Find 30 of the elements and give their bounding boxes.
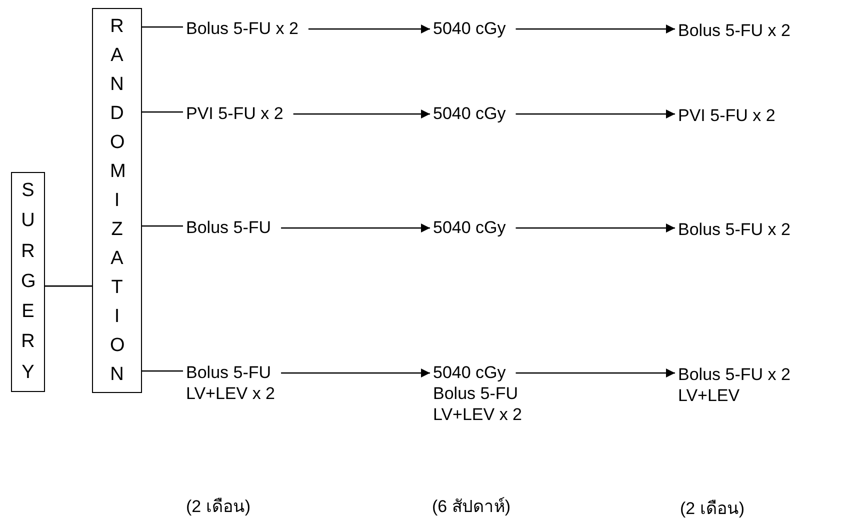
duration-label: (2 เดือน) bbox=[680, 498, 744, 520]
treatment-text: Bolus 5-FU x 2 bbox=[675, 20, 825, 41]
treatment-text: 5040 cGy bbox=[430, 103, 540, 124]
connector-line bbox=[142, 26, 183, 28]
arrow bbox=[281, 224, 430, 232]
treatment-text: PVI 5-FU x 2 bbox=[675, 105, 825, 126]
treatment-text: Bolus 5-FU x 2 LV+LEV bbox=[675, 364, 825, 406]
arrow bbox=[516, 110, 675, 118]
vertical-text-box: SURGERY bbox=[11, 172, 45, 392]
treatment-text: 5040 cGy Bolus 5-FU LV+LEV x 2 bbox=[430, 362, 542, 425]
duration-label: (6 สัปดาห์) bbox=[432, 496, 510, 518]
duration-label: (2 เดือน) bbox=[186, 496, 250, 518]
arrow bbox=[308, 24, 430, 34]
vertical-text-box: RANDOMIZATION bbox=[92, 8, 142, 393]
treatment-text: Bolus 5-FU x 2 bbox=[183, 18, 323, 39]
connector-line bbox=[142, 111, 183, 113]
arrow bbox=[516, 368, 675, 378]
treatment-text: Bolus 5-FU LV+LEV x 2 bbox=[183, 362, 295, 404]
arrow bbox=[293, 110, 430, 118]
treatment-text: 5040 cGy bbox=[430, 217, 540, 238]
connector-line bbox=[45, 285, 92, 287]
connector-line bbox=[142, 225, 183, 227]
connector-line bbox=[142, 370, 183, 372]
treatment-text: 5040 cGy bbox=[430, 18, 540, 39]
treatment-text: PVI 5-FU x 2 bbox=[183, 103, 323, 124]
arrow bbox=[281, 368, 430, 378]
treatment-text: Bolus 5-FU bbox=[183, 217, 323, 238]
arrow bbox=[516, 224, 675, 232]
treatment-text: Bolus 5-FU x 2 bbox=[675, 219, 825, 240]
arrow bbox=[516, 24, 675, 34]
